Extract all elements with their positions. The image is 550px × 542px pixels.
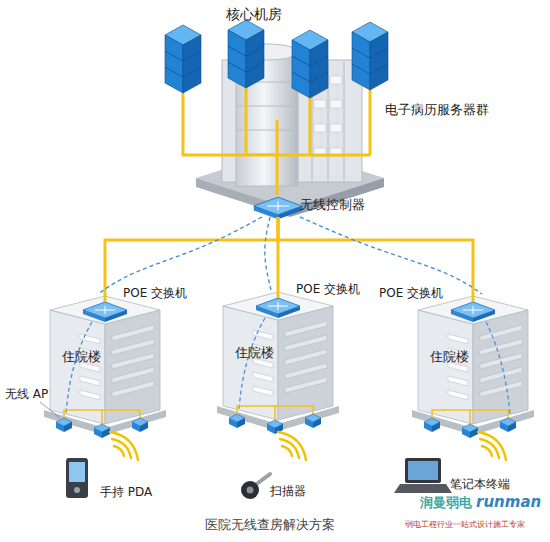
watermark-text: runman bbox=[476, 494, 541, 511]
node-label: 笔记本终端 bbox=[450, 478, 510, 492]
node-label: 核心机房 bbox=[226, 6, 282, 22]
poe-switch: POE 交换机 bbox=[451, 302, 495, 318]
poe-switch: POE 交换机 bbox=[83, 302, 127, 318]
core-room: 核心机房 bbox=[200, 4, 380, 200]
scanner-device: 扫描器 bbox=[238, 476, 338, 502]
watermark-text: 润曼弱电 bbox=[420, 496, 472, 511]
caption-text: 医院无线查房解决方案 bbox=[205, 518, 335, 533]
node-label: POE 交换机 bbox=[296, 283, 360, 297]
ward-building: 住院楼 POE 交换机 bbox=[48, 294, 170, 434]
node-label: 住院楼 bbox=[430, 350, 469, 365]
node-label: 电子病历服务器群 bbox=[385, 103, 489, 118]
node-label: 住院楼 bbox=[62, 350, 101, 365]
node-label: 无线控制器 bbox=[300, 198, 365, 213]
ward-building: 住院楼 POE 交换机 bbox=[416, 294, 538, 434]
wireless-link bbox=[265, 217, 271, 290]
ward-building: 住院楼 POE 交换机 bbox=[221, 290, 343, 430]
node-label: 手持 PDA bbox=[100, 486, 152, 500]
handheld-device: 手持 PDA bbox=[62, 456, 172, 500]
node-label: POE 交换机 bbox=[123, 287, 187, 301]
cable-connector bbox=[276, 120, 279, 195]
cable-connector bbox=[105, 217, 278, 302]
server-group: 电子病历服务器群 bbox=[160, 20, 545, 120]
laptop-device: 笔记本终端 bbox=[398, 456, 548, 496]
callout-label: 无线 AP bbox=[5, 388, 48, 402]
node-label: POE 交换机 bbox=[379, 287, 443, 301]
wireless-controller: 无线控制器 bbox=[256, 195, 406, 217]
node-label: 住院楼 bbox=[235, 346, 274, 361]
cable-connector bbox=[278, 217, 473, 302]
poe-switch: POE 交换机 bbox=[256, 298, 300, 314]
node-label: 扫描器 bbox=[270, 485, 306, 499]
wireless-link bbox=[98, 217, 262, 294]
watermark-text: 弱电工程行业一站式设计施工专家 bbox=[405, 520, 525, 529]
